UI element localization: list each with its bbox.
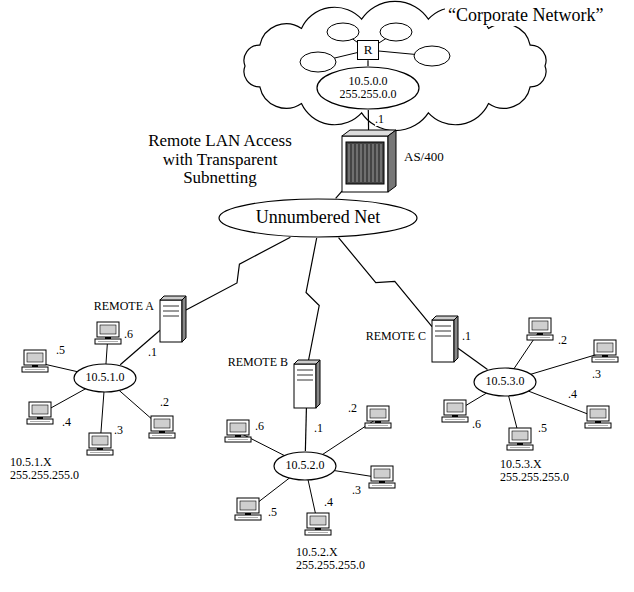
server-icon	[294, 360, 320, 408]
host-number: .2	[348, 402, 357, 415]
router-box: R	[357, 40, 379, 60]
unnumbered-net: Unnumbered Net	[218, 198, 418, 238]
device-label: R	[364, 43, 373, 57]
ellipse-outline	[274, 452, 336, 480]
network-address: 10.5.3.0	[486, 375, 525, 388]
lan-ellipse: 10.5.1.0	[73, 363, 137, 393]
host-number: .4	[62, 416, 71, 429]
remote-router: REMOTE C	[432, 316, 458, 362]
host-number: .2	[160, 396, 169, 409]
device-label: REMOTE A	[94, 300, 154, 313]
lan-ellipse: 10.5.3.0	[473, 367, 537, 397]
host-number: .4	[568, 388, 577, 401]
network-link	[305, 408, 306, 451]
wan-link	[306, 238, 319, 360]
network-link	[458, 348, 487, 369]
host-number: .3	[114, 424, 123, 437]
port-address: .1	[314, 422, 323, 435]
server-outline	[160, 296, 186, 342]
device-label: REMOTE B	[228, 356, 288, 369]
port-address: .1	[148, 346, 157, 359]
remote-router: REMOTE B	[294, 360, 320, 408]
subnet-ellipse: 10.5.0.0 255.255.0.0	[316, 66, 420, 110]
subnet-ellipses	[300, 23, 450, 72]
subnet-note: 10.5.3.X 255.255.255.0	[500, 458, 586, 484]
host-number: .6	[255, 420, 264, 433]
server-icon	[160, 296, 186, 342]
device-label: REMOTE C	[366, 330, 426, 343]
host-number: .6	[124, 328, 133, 341]
network-address: Unnumbered Net	[256, 208, 380, 228]
ellipse-outline	[74, 364, 136, 392]
port-address: .1	[375, 113, 384, 126]
cloud-heading: “Corporate Network”	[445, 6, 606, 26]
lan-ellipse: 10.5.2.0	[273, 451, 337, 481]
wan-link	[186, 237, 290, 310]
host-number: .6	[472, 418, 481, 431]
corporate-cloud: R10.5.0.0 255.255.0.0“Corporate Network”	[225, 0, 565, 132]
host-number: .3	[352, 484, 361, 497]
remote-router: REMOTE A	[160, 296, 186, 342]
server-outline	[432, 316, 458, 362]
network-link	[336, 191, 342, 198]
as400-icon	[342, 130, 396, 192]
port-address: .1	[462, 330, 471, 343]
ellipse-outline	[317, 67, 419, 109]
network-address: 10.5.1.0	[86, 371, 125, 384]
host-number: .5	[56, 344, 65, 357]
wan-link	[339, 238, 432, 327]
server-outline	[294, 360, 320, 408]
host-number: .5	[268, 506, 277, 519]
server-icon	[432, 316, 458, 362]
host-number: .2	[558, 334, 567, 347]
subnet-note: 10.5.1.X 255.255.255.0	[10, 456, 96, 482]
host-number: .4	[324, 496, 333, 509]
ellipse-outline	[474, 368, 536, 396]
device-label: AS/400	[404, 150, 444, 164]
lan-spokes	[35, 330, 605, 525]
network-link	[367, 60, 368, 66]
as400-outline	[342, 130, 396, 192]
network-address: 10.5.0.0 255.255.0.0	[332, 75, 404, 101]
ellipse-outline	[219, 199, 417, 237]
network-address: 10.5.2.0	[286, 459, 325, 472]
host-number: .5	[538, 422, 547, 435]
diagram-caption: Remote LAN Access with Transparent Subne…	[140, 132, 300, 188]
host-number: .3	[592, 368, 601, 381]
subnet-note: 10.5.2.X 255.255.255.0	[296, 546, 382, 572]
pc-icons	[22, 318, 618, 535]
as400-server: AS/400	[342, 130, 396, 192]
